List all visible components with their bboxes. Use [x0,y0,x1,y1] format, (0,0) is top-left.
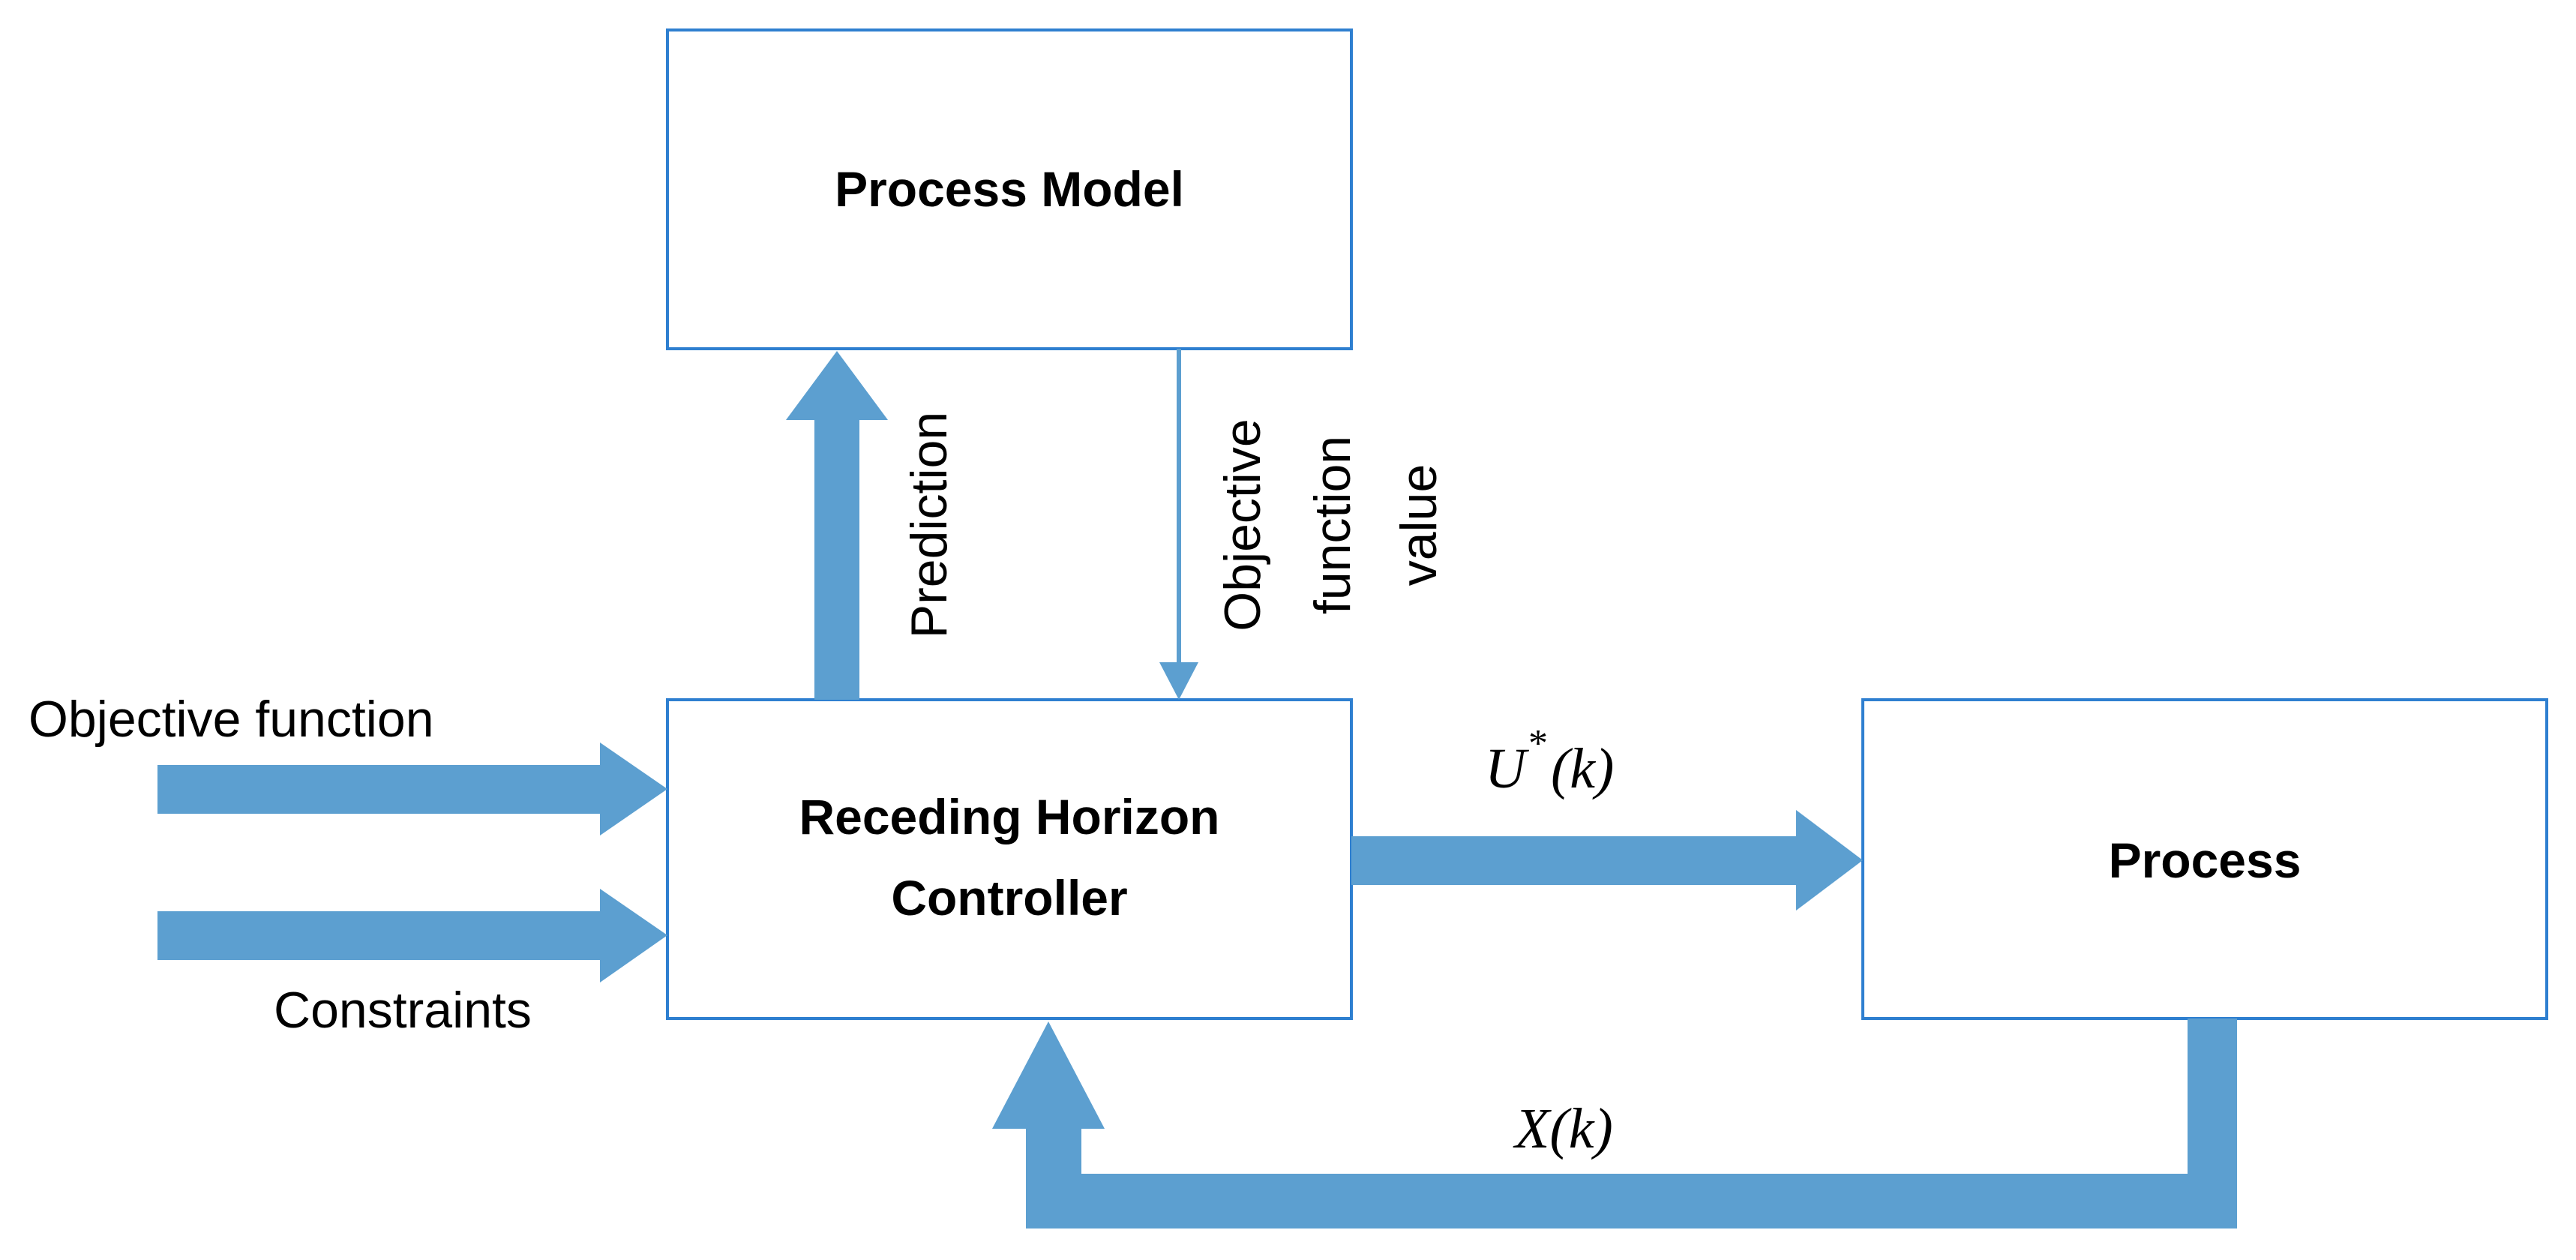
control-signal-base: U [1485,737,1529,800]
constraints-arrow [157,889,667,982]
constraints-label: Constraints [274,982,532,1039]
objective-value-label-line1: Objective [1214,418,1271,631]
controller-label-line1: Receding Horizon [799,789,1219,844]
controller-label-line2: Controller [891,870,1127,926]
control-signal-arrow [1351,810,1863,910]
control-signal-label: U * (k) [1485,722,1614,800]
state-feedback-label: X(k) [1513,1097,1613,1160]
objective-value-label-line3: value [1390,464,1447,586]
prediction-label: Prediction [901,412,958,638]
process-model-box [666,28,1353,350]
prediction-arrow [786,351,888,700]
control-signal-arg: (k) [1551,737,1614,800]
objective-function-arrow [157,742,667,836]
feedback-arrow [992,1018,2237,1228]
controller-box [666,698,1353,1020]
control-signal-sup: * [1528,722,1548,765]
process-box [1861,698,2548,1020]
objective-function-label: Objective function [28,691,434,748]
process-model-label: Process Model [835,161,1184,217]
process-label: Process [2109,832,2302,888]
objective-value-label-line2: function [1304,436,1361,614]
objective-value-arrow [1159,349,1198,700]
